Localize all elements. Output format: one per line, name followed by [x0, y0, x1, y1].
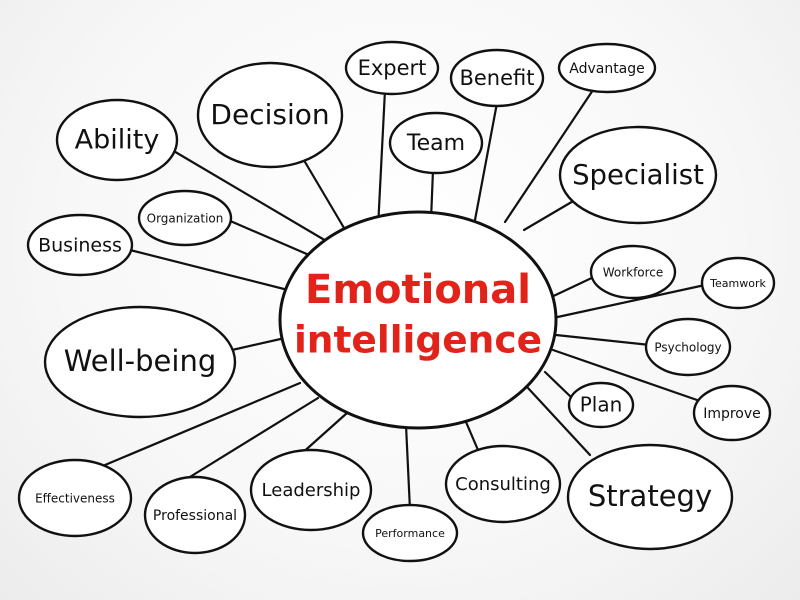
bubble-consulting — [444, 444, 562, 524]
connector-decision — [303, 160, 349, 235]
bubble-center — [278, 210, 558, 430]
bubble-plan — [567, 381, 635, 429]
label-effectiveness: Effectiveness — [35, 492, 115, 506]
bubble-strategy — [566, 443, 734, 551]
bubble-performance — [361, 503, 459, 563]
label-teamwork: Teamwork — [709, 277, 766, 290]
label-specialist: Specialist — [572, 159, 704, 191]
connectors — [103, 85, 707, 512]
label-psychology: Psychology — [654, 341, 721, 355]
bubble-ability — [55, 98, 179, 182]
label-improve: Improve — [703, 406, 761, 422]
label-expert: Expert — [358, 56, 427, 80]
label-ability: Ability — [75, 125, 160, 156]
label-leadership: Leadership — [262, 480, 361, 501]
connector-effectiveness — [103, 381, 302, 467]
connector-improve — [551, 348, 699, 402]
bubble-specialist — [558, 125, 718, 225]
connector-strategy — [526, 386, 592, 457]
connector-ability — [170, 148, 335, 247]
connector-advantage — [503, 85, 597, 224]
connector-organization — [226, 218, 318, 260]
bubble-psychology — [644, 317, 732, 377]
node-labels: Expert Benefit Advantage Decision Abilit… — [35, 56, 766, 540]
connector-well-being — [230, 336, 287, 352]
bubble-organization — [137, 189, 233, 247]
connector-expert — [376, 88, 387, 230]
connector-specialist — [522, 198, 577, 232]
label-performance: Performance — [375, 527, 445, 540]
bubble-business — [26, 213, 134, 277]
label-strategy: Strategy — [588, 479, 712, 513]
bubble-advantage — [557, 42, 657, 94]
bubble-team — [388, 111, 484, 175]
bubble-teamwork — [700, 256, 776, 310]
connector-teamwork — [551, 283, 707, 320]
label-plan: Plan — [580, 393, 623, 417]
bubble-decision — [196, 61, 344, 169]
connector-professional — [183, 396, 320, 482]
label-decision: Decision — [210, 98, 329, 131]
connector-plan — [543, 370, 574, 400]
bubble-improve — [692, 384, 772, 442]
bubble-leadership — [249, 448, 373, 532]
label-team: Team — [406, 131, 465, 156]
bubble-workforce — [589, 244, 677, 300]
label-organization: Organization — [147, 212, 224, 226]
node-bubbles — [17, 40, 776, 563]
label-professional: Professional — [153, 508, 237, 524]
bubble-professional — [143, 475, 247, 555]
bubble-benefit — [449, 48, 545, 108]
bubble-expert — [344, 40, 440, 96]
bubble-well-being — [43, 305, 237, 419]
label-well-being: Well-being — [64, 344, 217, 378]
connector-benefit — [473, 101, 499, 222]
connector-psychology — [554, 333, 652, 347]
connector-business — [128, 248, 290, 292]
label-advantage: Advantage — [569, 61, 645, 77]
connector-leadership — [298, 411, 349, 457]
bubble-effectiveness — [17, 458, 133, 538]
label-consulting: Consulting — [455, 474, 551, 495]
center-title-line1: Emotional — [305, 267, 531, 313]
center-title-line2: intelligence — [294, 318, 542, 362]
label-business: Business — [38, 235, 122, 257]
label-workforce: Workforce — [603, 266, 664, 280]
connector-performance — [404, 423, 412, 512]
label-benefit: Benefit — [459, 66, 534, 90]
